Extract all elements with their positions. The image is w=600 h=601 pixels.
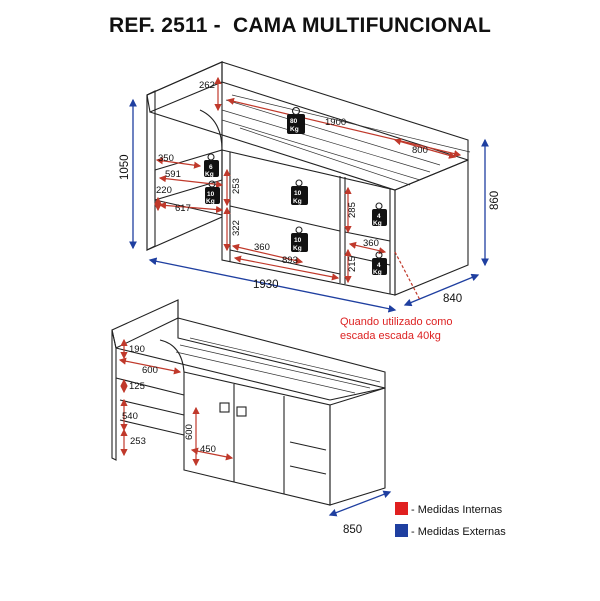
svg-text:Kg: Kg <box>205 171 214 178</box>
dim-1900: 1900 <box>325 117 346 128</box>
svg-text:Kg: Kg <box>290 126 299 133</box>
weight-badge-10-top: 10 Kg <box>291 179 308 205</box>
svg-text:Kg: Kg <box>373 220 382 227</box>
weight-badge-4-upper: 4 Kg <box>372 202 387 227</box>
dim-253: 253 <box>231 178 242 194</box>
dim-220: 220 <box>156 185 172 196</box>
top-internal-dimension-lines <box>154 76 462 301</box>
weight-badge-4-lower: 4 Kg <box>372 251 387 276</box>
ladder-note-line2: escada escada 40kg <box>340 330 441 342</box>
dim-125: 125 <box>129 381 145 392</box>
weight-badge-6: 6 Kg <box>204 153 219 178</box>
top-external-dimensions <box>129 98 489 313</box>
page-title: REF. 2511 - CAMA MULTIFUNCIONAL <box>108 14 492 37</box>
legend: - Medidas Internas - Medidas Externas <box>395 502 506 538</box>
weight-badge-10-desk: 10 Kg <box>205 180 220 205</box>
legend-label-internal: - Medidas Internas <box>411 504 503 516</box>
dim-length-1930: 1930 <box>253 279 279 291</box>
dim-350: 350 <box>158 153 174 164</box>
dim-262: 262 <box>199 80 215 91</box>
dim-height-1050: 1050 <box>119 154 131 180</box>
dim-360-side: 360 <box>363 238 379 249</box>
dim-600-height: 600 <box>184 424 195 440</box>
dim-617: 617 <box>175 203 191 214</box>
svg-text:10: 10 <box>294 190 302 197</box>
svg-text:10: 10 <box>207 191 215 198</box>
ladder-note-line1: Quando utilizado como <box>340 316 453 328</box>
svg-text:Kg: Kg <box>373 269 382 276</box>
dim-893: 893 <box>282 255 298 266</box>
dim-800: 800 <box>412 145 428 156</box>
dim-depth-840: 840 <box>443 293 462 305</box>
svg-text:80: 80 <box>290 118 298 125</box>
legend-swatch-external <box>395 524 408 537</box>
svg-text:10: 10 <box>294 237 302 244</box>
dim-600-width: 600 <box>142 365 158 376</box>
svg-text:Kg: Kg <box>293 245 302 252</box>
bottom-internal-dimension-lines <box>118 338 234 467</box>
dim-depth-850: 850 <box>343 524 362 536</box>
dim-322: 322 <box>231 220 242 236</box>
dim-591: 591 <box>165 169 181 180</box>
dim-285: 285 <box>347 202 358 218</box>
svg-text:4: 4 <box>377 262 381 269</box>
legend-label-external: - Medidas Externas <box>411 526 506 538</box>
weight-badge-80: 80 Kg <box>287 106 305 134</box>
dim-450: 450 <box>200 444 216 455</box>
dim-360-shelf: 360 <box>254 242 270 253</box>
dim-253-bottom: 253 <box>130 436 146 447</box>
svg-text:Kg: Kg <box>206 198 215 205</box>
dim-190: 190 <box>129 344 145 355</box>
weight-badge-10-bottom: 10 Kg <box>291 226 308 252</box>
top-bed-drawing <box>146 61 471 296</box>
svg-text:Kg: Kg <box>293 198 302 205</box>
legend-swatch-internal <box>395 502 408 515</box>
dim-height-860: 860 <box>489 191 501 210</box>
bottom-bed-drawing <box>111 299 386 506</box>
dim-215: 215 <box>347 256 358 272</box>
svg-text:6: 6 <box>209 164 213 171</box>
svg-text:4: 4 <box>377 213 381 220</box>
dim-540: 540 <box>122 411 138 422</box>
